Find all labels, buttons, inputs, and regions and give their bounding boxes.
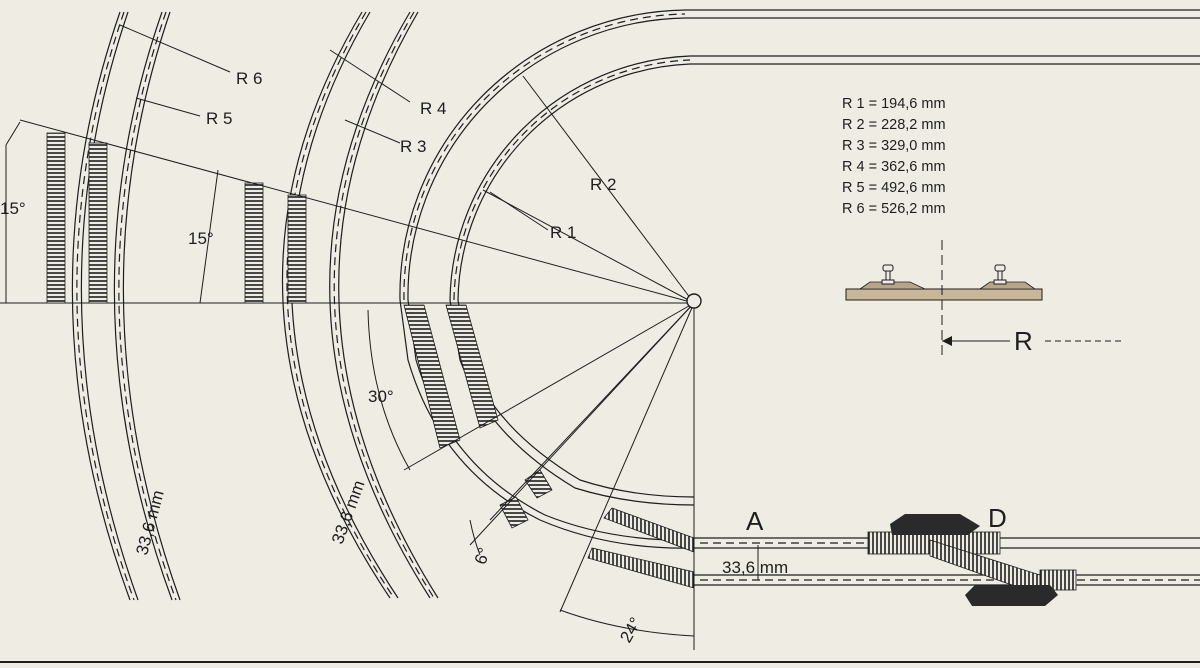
label-r5: R 5	[206, 109, 232, 128]
ties-r2-curve	[403, 304, 461, 449]
radius-table-row: R 5 = 492,6 mm	[842, 180, 946, 196]
spacing-markers	[752, 545, 764, 580]
radius-table: R 1 = 194,6 mm R 2 = 228,2 mm R 3 = 329,…	[842, 96, 946, 217]
label-r4: R 4	[420, 99, 446, 118]
track-curve-r1-r2	[399, 9, 1200, 589]
cross-section-roadbed	[845, 288, 1043, 301]
ties-r1-short	[524, 469, 553, 499]
label-spacing-r3-r4: 33,6 mm	[328, 478, 368, 547]
radius-table-row: R 3 = 329,0 mm	[842, 138, 946, 154]
ties-r2-short	[499, 496, 529, 529]
turnout-motor-top	[890, 514, 980, 535]
label-point-d: D	[988, 503, 1007, 533]
label-r1: R 1	[550, 223, 576, 242]
label-angle-24: 24°	[616, 614, 645, 646]
ties-r2-end	[587, 547, 695, 589]
rail-profile-left	[881, 264, 895, 285]
label-point-a: A	[746, 506, 764, 536]
radius-table-row: R 1 = 194,6 mm	[842, 96, 946, 112]
angle-arcs	[5, 121, 695, 637]
ties-r4	[244, 182, 264, 304]
label-spacing-straight: 33,6 mm	[722, 558, 788, 577]
label-r2: R 2	[590, 175, 616, 194]
ties-r5	[88, 142, 108, 304]
ties-r6	[46, 132, 66, 304]
radial-lines	[19, 75, 695, 650]
turnout-d	[867, 514, 1077, 606]
label-r3: R 3	[400, 137, 426, 156]
cross-section-r-label: R	[1014, 326, 1033, 356]
track-cross-section: R	[845, 240, 1124, 356]
label-angle-15-outer: 15°	[0, 199, 26, 218]
label-angle-6: 6°	[471, 545, 494, 567]
radius-leaders	[119, 24, 549, 231]
radius-table-row: R 6 = 526,2 mm	[842, 201, 946, 217]
ties-r1-curve	[445, 304, 499, 429]
ties-r3	[287, 194, 307, 304]
radius-table-row: R 2 = 228,2 mm	[842, 117, 946, 133]
track-curve-r3-r4	[244, 11, 439, 599]
curve-center-point	[686, 293, 702, 309]
track-curve-r5-r6	[46, 11, 181, 601]
straight-track-section	[694, 537, 1200, 586]
label-r6: R 6	[236, 69, 262, 88]
turnout-motor-bottom	[965, 585, 1058, 606]
ties-r1-end	[603, 507, 695, 553]
label-angle-15-inner: 15°	[188, 229, 214, 248]
label-angle-30: 30°	[368, 387, 394, 406]
rail-profile-right	[993, 264, 1007, 285]
radius-table-row: R 4 = 362,6 mm	[842, 159, 946, 175]
